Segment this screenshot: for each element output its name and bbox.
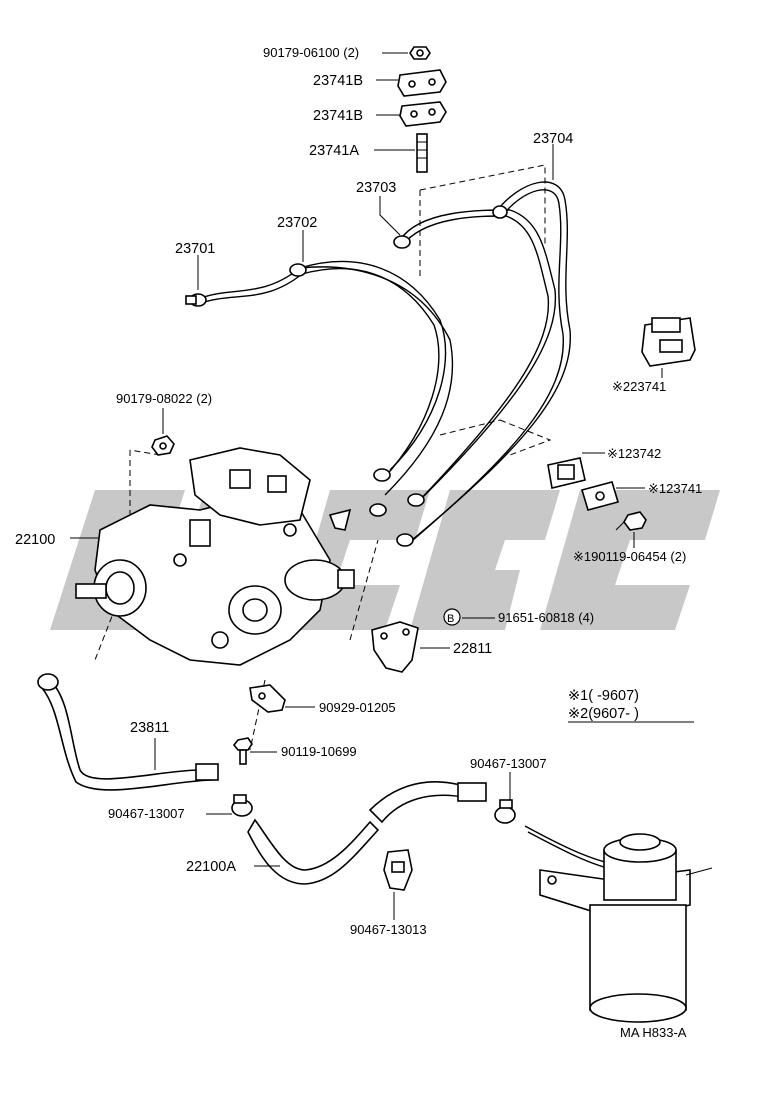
nut-top[interactable] <box>409 46 431 60</box>
label-hose: 22100A <box>186 859 236 875</box>
nut-pump[interactable] <box>151 435 175 456</box>
label-clamp-side: ※223741 <box>612 379 666 394</box>
marker-b: B <box>443 608 461 626</box>
label-clamp-pipe: 90929-01205 <box>319 700 396 715</box>
label-pipe-2: 23702 <box>277 215 317 231</box>
label-bolt-b: 91651-60818 (4) <box>498 610 594 625</box>
label-pipe-1: 23701 <box>175 241 215 257</box>
label-stud: 23741A <box>309 143 359 159</box>
pipe-fitting-pump-3 <box>407 493 425 507</box>
label-clamp-upper: 23741B <box>313 73 363 89</box>
pipe-fitting-3 <box>393 235 411 249</box>
label-clip-bottom: 90467-13013 <box>350 922 427 937</box>
injection-pipes[interactable] <box>195 181 571 547</box>
label-clip-right: 90467-13007 <box>470 756 547 771</box>
legend-2: ※2(9607- ) <box>568 706 639 722</box>
stud-23741a[interactable] <box>416 133 428 173</box>
pipe-fitting-4 <box>492 205 508 219</box>
injection-pump[interactable] <box>75 447 355 666</box>
clamp-23741b-upper[interactable] <box>397 69 447 97</box>
label-nut-pump: 90179-08022 (2) <box>116 391 212 406</box>
label-clip-left: 90467-13007 <box>108 806 185 821</box>
label-clamp-142: ※123742 <box>607 446 661 461</box>
legend-1: ※1( -9607) <box>568 688 639 704</box>
pipe-fitting-pump-2 <box>369 503 387 517</box>
bolt-90119[interactable] <box>232 737 253 765</box>
label-bolt-side: ※190119-06454 (2) <box>573 549 686 564</box>
pipe-fitting-pump-1 <box>373 468 391 482</box>
clamp-23741b-lower[interactable] <box>399 101 447 127</box>
label-bracket: 22811 <box>453 641 492 657</box>
label-pipe-3: 23703 <box>356 180 396 196</box>
label-pipe-23811: 23811 <box>130 720 169 736</box>
figure-code: MA H833-A <box>620 1025 687 1040</box>
label-pipe-4: 23704 <box>533 131 573 147</box>
fuel-filter[interactable] <box>524 825 713 1023</box>
clip-right[interactable] <box>494 799 516 824</box>
label-clamp-lower: 23741B <box>313 108 363 124</box>
clamp-123742[interactable] <box>547 457 586 489</box>
clip-left[interactable] <box>231 794 253 817</box>
clamp-223741[interactable] <box>641 317 696 367</box>
clamp-90929[interactable] <box>249 684 286 713</box>
pipe-fitting-pump-4 <box>396 533 414 547</box>
hose-22100a[interactable] <box>247 781 487 885</box>
bolt-190119[interactable] <box>615 511 647 531</box>
pipe-fitting-1 <box>185 293 207 307</box>
marker-b-letter: B <box>447 613 454 625</box>
label-nut-top: 90179-06100 (2) <box>263 45 359 60</box>
bracket-22811[interactable] <box>371 621 419 673</box>
fuel-pipe-23811[interactable] <box>37 673 219 791</box>
label-clamp-141: ※123741 <box>648 481 702 496</box>
label-bolt-low: 90119-10699 <box>281 744 357 759</box>
label-pump: 22100 <box>15 532 55 548</box>
clip-bottom[interactable] <box>383 849 413 891</box>
clamp-123741[interactable] <box>580 481 620 511</box>
pipe-fitting-2 <box>289 263 307 277</box>
